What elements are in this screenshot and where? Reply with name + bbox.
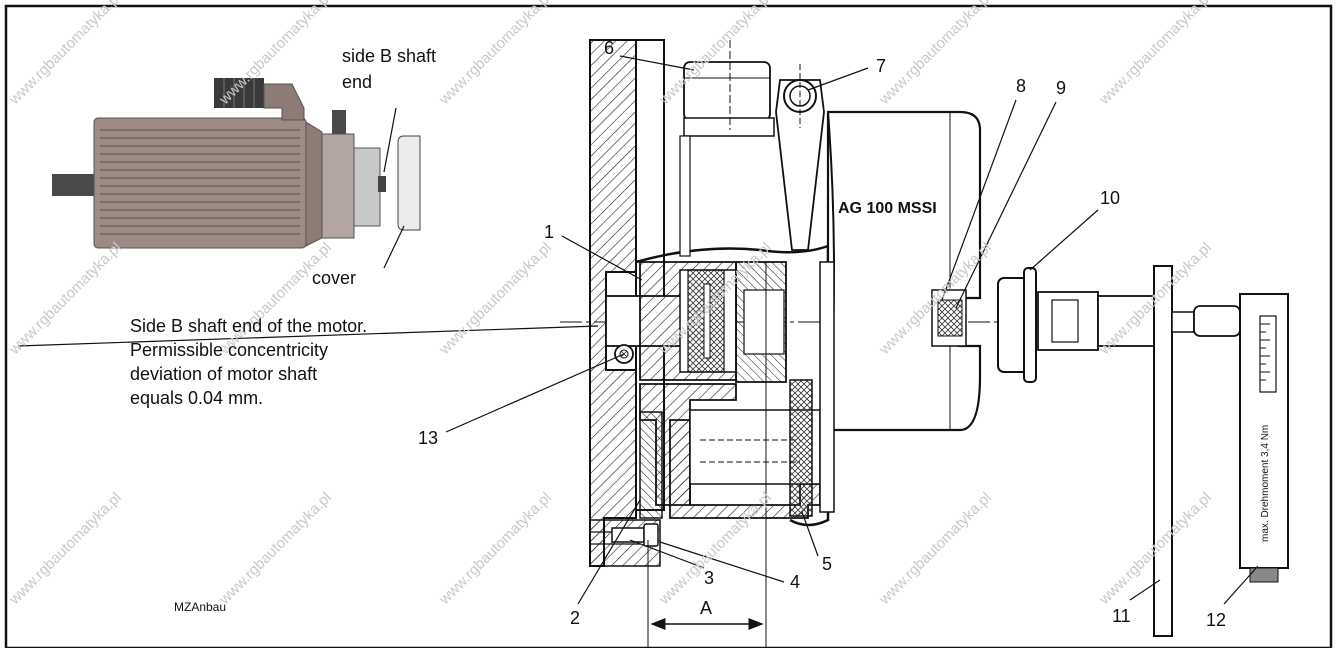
cable-connector xyxy=(997,267,1163,383)
note-line-3: deviation of motor shaft xyxy=(130,364,318,384)
callout-1: 1 xyxy=(544,222,555,242)
motor-illustration xyxy=(52,78,421,269)
callout-3: 3 xyxy=(704,568,715,588)
encoder-body xyxy=(819,110,982,513)
leader-8 xyxy=(941,99,1017,301)
tool-plate xyxy=(1153,265,1173,637)
encoder-label: AG 100 MSSI xyxy=(838,200,937,217)
leader-6 xyxy=(619,55,695,71)
torque-wrench xyxy=(1171,293,1289,583)
leader-1 xyxy=(561,235,643,281)
dimension-a xyxy=(647,262,767,648)
dimension-a-label: A xyxy=(700,598,713,618)
callout-4: 4 xyxy=(790,572,801,592)
callout-12: 12 xyxy=(1206,610,1227,630)
callout-7: 7 xyxy=(876,56,887,76)
side-b-label-line1: side B shaft xyxy=(342,46,437,66)
leader-5 xyxy=(801,511,819,557)
clamp-bracket xyxy=(679,40,825,257)
outer-frame xyxy=(4,4,1333,648)
note-line-2: Permissible concentricity xyxy=(130,340,329,360)
note-line-4: equals 0.04 mm. xyxy=(130,388,264,408)
callout-9: 9 xyxy=(1056,78,1067,98)
note-line-1: Side B shaft end of the motor. xyxy=(130,316,368,336)
tool-label: max. Drehmoment 3,4 Nm xyxy=(1260,424,1271,542)
callout-13: 13 xyxy=(418,428,439,448)
callout-5: 5 xyxy=(822,554,833,574)
coupling-assembly xyxy=(611,261,821,547)
leader-3 xyxy=(629,539,705,569)
side-b-label-line2: end xyxy=(342,72,373,92)
callout-10: 10 xyxy=(1100,188,1121,208)
leader-9 xyxy=(955,101,1057,309)
leader-11 xyxy=(1129,579,1161,601)
leader-12 xyxy=(1223,565,1259,605)
callout-8: 8 xyxy=(1016,76,1027,96)
figure-code: MZAnbau xyxy=(174,600,227,614)
leader-4 xyxy=(659,541,785,583)
leader-10 xyxy=(1029,209,1099,271)
callout-11: 11 xyxy=(1112,606,1131,626)
callout-6: 6 xyxy=(604,38,615,58)
cover-label: cover xyxy=(312,268,357,288)
leader-13 xyxy=(445,353,625,433)
leader-7 xyxy=(807,67,869,91)
leader-2 xyxy=(577,499,641,605)
callout-2: 2 xyxy=(570,608,581,628)
